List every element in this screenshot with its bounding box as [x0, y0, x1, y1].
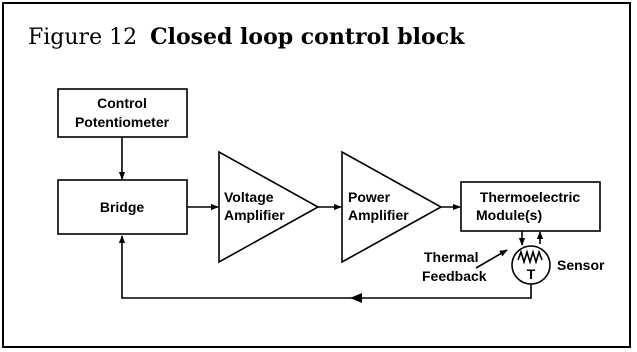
thermal-feedback-label-line2: Feedback: [422, 268, 487, 284]
feedback-loop-line: [118, 235, 532, 299]
bridge-block: Bridge: [57, 179, 188, 235]
figure-number: Figure 12: [28, 25, 138, 50]
thermoelectric-label-line2: Module(s): [476, 207, 542, 223]
sensor-symbol-letter: T: [527, 266, 536, 282]
figure-frame: [2, 2, 631, 348]
power-amplifier-block: Power Amplifier: [341, 150, 443, 264]
voltage-amplifier-block: Voltage Amplifier: [218, 150, 320, 264]
voltage-amplifier-label-line2: Amplifier: [224, 207, 285, 223]
control-potentiometer-block: Control Potentiometer: [57, 88, 188, 138]
sensor-label: Sensor: [557, 257, 605, 273]
thermoelectric-label-line1: Thermoelectric: [480, 189, 581, 205]
control-potentiometer-label-line2: Potentiometer: [75, 114, 170, 130]
bridge-label: Bridge: [100, 199, 145, 215]
sensor-symbol: T: [511, 245, 551, 285]
feedback-direction-arrowhead: [350, 293, 362, 303]
control-potentiometer-label-line1: Control: [97, 95, 147, 111]
power-amplifier-label-line2: Amplifier: [348, 207, 409, 223]
figure-caption: Figure 12 Closed loop control block: [28, 24, 464, 50]
figure-title: Closed loop control block: [150, 24, 465, 50]
power-amplifier-label-line1: Power: [348, 189, 391, 205]
thermal-feedback-label-line1: Thermal: [424, 249, 478, 265]
thermal-feedback-arrow: [475, 249, 508, 269]
thermoelectric-module-block: Thermoelectric Module(s): [460, 181, 601, 232]
voltage-amplifier-label-line1: Voltage: [224, 189, 274, 205]
sensor-resistor-zigzag-icon: [517, 249, 543, 265]
